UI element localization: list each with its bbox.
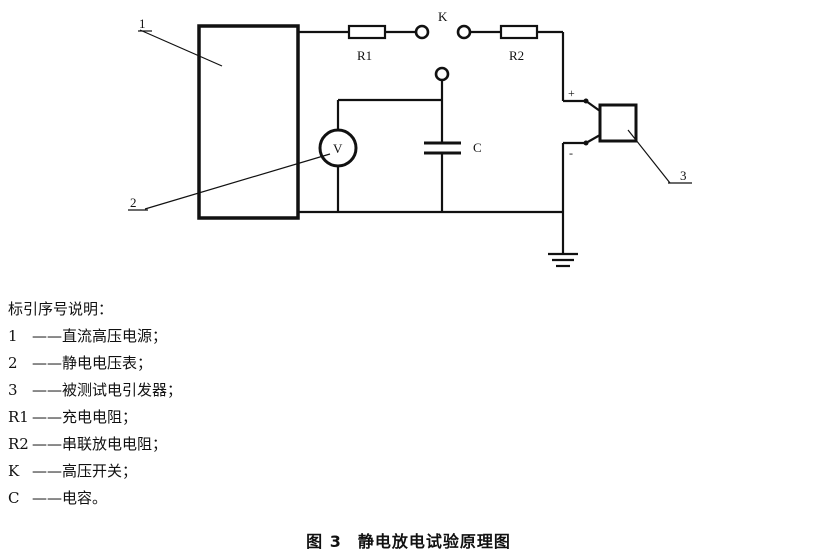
plus-sign-label: +: [568, 86, 575, 100]
legend-key: R1: [8, 408, 29, 426]
r2-label: R2: [509, 48, 524, 63]
legend-key: 1: [8, 327, 18, 345]
legend-item: K ——高压开关；: [8, 458, 182, 485]
legend-desc: ——串联放电电阻；: [32, 435, 168, 453]
legend-desc: ——静电电压表；: [32, 354, 153, 372]
capacitor-c-label: C: [473, 140, 482, 155]
legend-item: 1 ——直流高压电源；: [8, 323, 182, 350]
leader-line-1: [139, 29, 223, 67]
legend-key: 3: [8, 381, 18, 399]
callout-1-label: 1: [139, 16, 146, 31]
legend: 标引序号说明： 1 ——直流高压电源； 2 ——静电电压表； 3 ——被测试电引发器；…: [8, 296, 182, 512]
leader-line-2: [144, 153, 331, 210]
callout-2-label: 2: [130, 195, 137, 210]
figure-number: 图 3: [306, 532, 342, 551]
callout-3-label: 3: [680, 168, 687, 183]
legend-desc: ——直流高压电源；: [32, 327, 168, 345]
switch-terminal-bottom: [434, 66, 450, 82]
resistor-r1: [347, 24, 387, 40]
power-supply-box: [197, 24, 300, 220]
legend-desc: ——充电电阻；: [32, 408, 138, 426]
legend-key: 2: [8, 354, 18, 372]
legend-item: C ——电容。: [8, 485, 182, 512]
legend-desc: ——高压开关；: [32, 462, 138, 480]
switch-k-label: K: [438, 9, 448, 24]
legend-key: R2: [8, 435, 29, 453]
plus-contact: [585, 100, 601, 112]
voltmeter-v-label: V: [333, 141, 343, 156]
legend-desc: ——被测试电引发器；: [32, 381, 183, 399]
legend-item: R1——充电电阻；: [8, 404, 182, 431]
circuit-schematic: 1 2 3 R1 R2 K C V + -: [128, 9, 692, 268]
leader-line-3: [627, 129, 671, 184]
switch-terminal-right: [456, 24, 472, 40]
legend-item: 3 ——被测试电引发器；: [8, 377, 182, 404]
legend-item: R2——串联放电电阻；: [8, 431, 182, 458]
minus-contact: [585, 134, 601, 144]
igniter-device-box: [598, 103, 638, 143]
figure-title: 静电放电试验原理图: [357, 532, 511, 551]
legend-item: 2 ——静电电压表；: [8, 350, 182, 377]
resistor-r2: [499, 24, 539, 40]
switch-terminal-left: [414, 24, 430, 40]
legend-desc: ——电容。: [32, 489, 108, 507]
minus-sign-label: -: [569, 146, 573, 160]
figure-caption: 图 3 静电放电试验原理图: [0, 528, 817, 552]
legend-key: C: [8, 489, 20, 507]
r1-label: R1: [357, 48, 372, 63]
legend-title: 标引序号说明：: [8, 300, 114, 318]
legend-key: K: [8, 462, 20, 480]
